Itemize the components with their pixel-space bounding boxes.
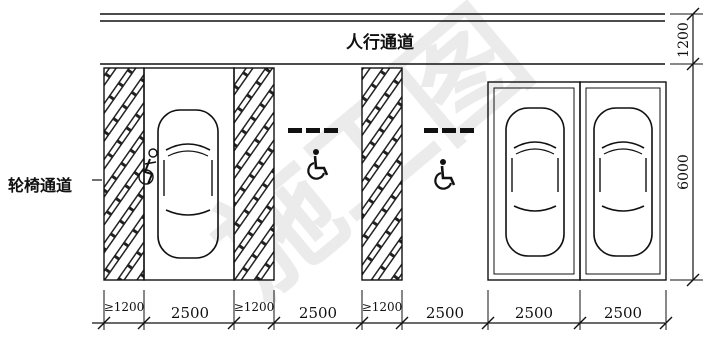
car-1	[157, 109, 219, 259]
wheelchair-lane-label: 轮椅通道	[8, 176, 72, 195]
dim-stall-3: 2500	[426, 304, 464, 322]
dash-marker-2	[424, 128, 474, 133]
dim-right: 6000	[676, 154, 692, 190]
car-2	[505, 107, 565, 257]
dim-stall-5: 2500	[604, 304, 642, 322]
wheelchair-icon	[307, 149, 329, 180]
car-3	[593, 107, 653, 257]
dim-stall-2: 2500	[299, 304, 337, 322]
parking-stall-1	[143, 67, 235, 281]
dim-top-right: 1200	[676, 22, 692, 58]
parking-stall-5	[579, 81, 667, 281]
access-aisle-3	[361, 67, 403, 281]
dim-aisle-2: ≥1200	[234, 300, 275, 314]
dim-aisle-1: ≥1200	[104, 300, 145, 314]
wheelchair-icon	[434, 159, 456, 190]
dim-stall-1: 2500	[171, 304, 209, 322]
access-aisle-1	[103, 67, 145, 281]
person-in-wheelchair-icon	[138, 148, 158, 185]
dim-stall-4: 2500	[515, 304, 553, 322]
dash-marker-1	[288, 128, 338, 133]
dim-aisle-3: ≥1200	[362, 300, 403, 314]
access-aisle-2	[233, 67, 275, 281]
walkway-label: 人行通道	[346, 32, 414, 53]
